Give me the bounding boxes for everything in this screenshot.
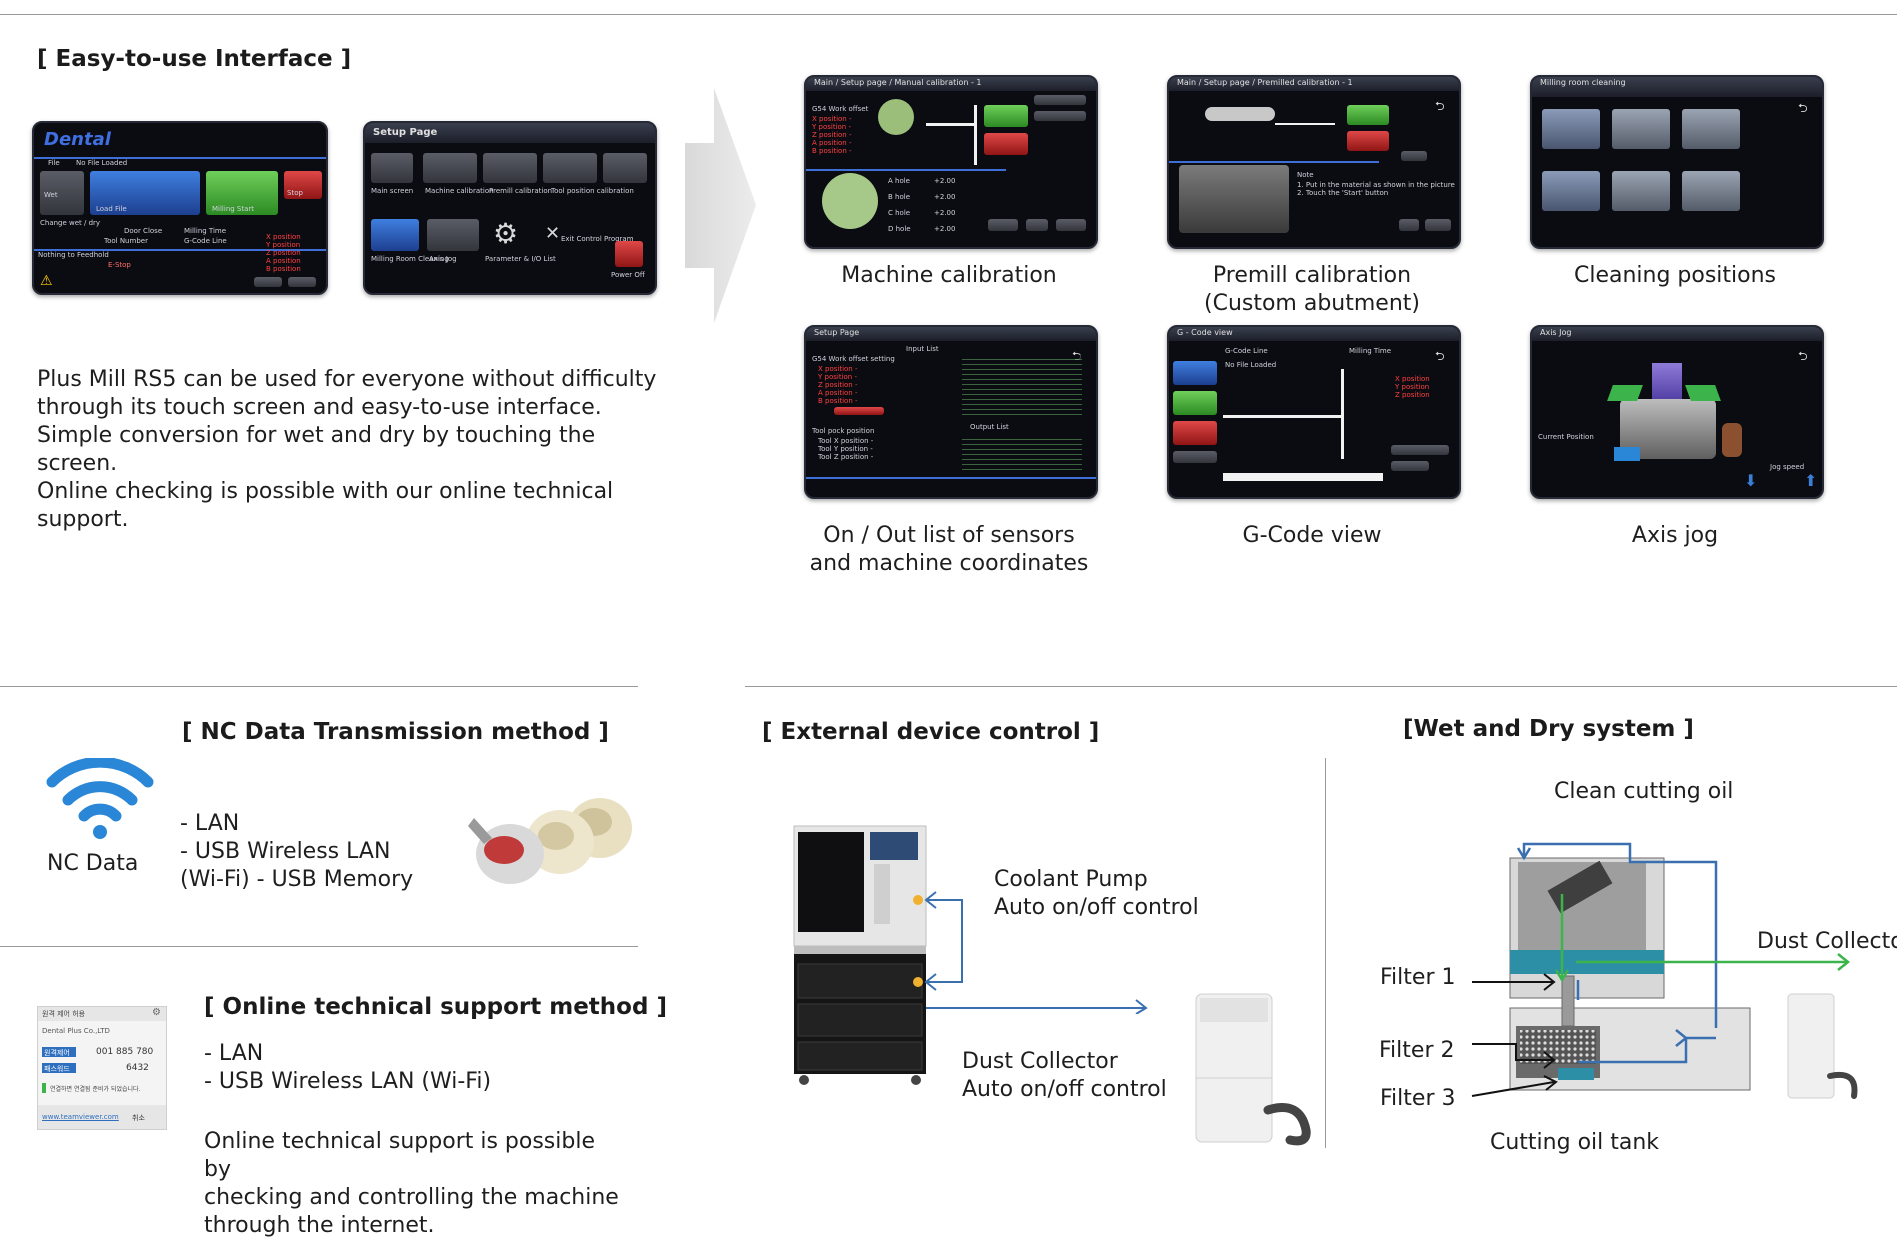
wetdry-dust-collector-label: Dust Collector (1757, 929, 1897, 954)
big-right-arrow-icon (685, 88, 756, 323)
setup-screen-thumbnail: Setup Page Main screen Machine calibrati… (363, 121, 657, 295)
online-heading: [ Online technical support method ] (204, 994, 667, 1020)
back-arrow-icon: ⮌ (1435, 349, 1445, 363)
power-off-button (615, 241, 643, 267)
nc-data-label: NC Data (47, 851, 139, 876)
thumb-machine-calibration: Main / Setup page / Manual calibration -… (804, 75, 1098, 249)
back-arrow-icon: ⮌ (1798, 349, 1808, 363)
filter2-label: Filter 2 (1379, 1038, 1455, 1063)
caption-premill-calibration: Premill calibration (Custom abutment) (1204, 263, 1420, 316)
caption-machine-calibration: Machine calibration (841, 263, 1057, 288)
dental-logo: Dental (44, 129, 111, 150)
settings-gear-icon: ⚙ (152, 1007, 161, 1018)
dust-collector-image (1195, 993, 1311, 1146)
caption-io-list: On / Out list of sensors and machine coo… (809, 523, 1089, 576)
top-rule (0, 14, 1897, 15)
exit-icon: ✕ (545, 223, 561, 244)
thumb-axis-jog: Axis Jog ⮌ Current Position Jog speed ⬇ … (1530, 325, 1824, 499)
coolant-label: Coolant Pump Auto on/off control (994, 867, 1199, 920)
divider-external-wetdry (1325, 758, 1326, 1148)
filter1-label: Filter 1 (1380, 965, 1456, 990)
wifi-icon (46, 758, 154, 839)
interface-heading: [ Easy-to-use Interface ] (37, 46, 352, 72)
nc-methods: - LAN - USB Wireless LAN (Wi-Fi) - USB M… (180, 811, 414, 892)
caption-gcode-view: G-Code view (1242, 523, 1382, 548)
wet-button: Wet (40, 171, 84, 215)
interface-description: Plus Mill RS5 can be used for everyone w… (37, 367, 657, 532)
milling-start-button: Milling Start (206, 171, 278, 215)
external-heading: [ External device control ] (762, 719, 1100, 745)
thumb-cleaning-positions: Milling room cleaning ⮌ (1530, 75, 1824, 249)
back-arrow-icon: ⮌ (1435, 99, 1445, 113)
back-arrow-icon: ⮌ (1798, 101, 1808, 115)
milling-machine-image (793, 825, 927, 1085)
wet-dry-system-diagram (1471, 842, 1858, 1099)
main-screen-thumbnail: Dental File No File Loaded Wet Load File… (32, 121, 328, 295)
thumb-gcode-view: G - Code view ⮌ G-Code Line Milling Time… (1167, 325, 1461, 499)
external-control-arrows (924, 891, 1148, 1014)
caption-axis-jog: Axis jog (1631, 523, 1719, 548)
nc-heading: [ NC Data Transmission method ] (182, 719, 609, 745)
section-rule-nc-online (0, 946, 638, 947)
stop-button: Stop (284, 171, 322, 199)
arrow-down-icon: ⬇ (1744, 471, 1758, 490)
section-rule-left (0, 686, 638, 687)
thumb-premill-calibration: Main / Setup page / Premilled calibratio… (1167, 75, 1461, 249)
online-methods: - LAN - USB Wireless LAN (Wi-Fi) (204, 1041, 492, 1094)
gear-icon: ⚙ (493, 217, 519, 250)
thumb-io-list: Setup Page ⮌ G54 Work offset setting X p… (804, 325, 1098, 499)
load-file-button: Load File (90, 171, 200, 215)
caption-cleaning-positions: Cleaning positions (1573, 263, 1777, 288)
online-description: Online technical support is possible by … (204, 1129, 619, 1238)
remote-control-panel: 원격 제어 허용 ⚙ Dental Plus Co.,LTD 원격제어 001 … (37, 1006, 167, 1130)
clean-oil-label: Clean cutting oil (1554, 779, 1734, 804)
dust-control-label: Dust Collector Auto on/off control (962, 1049, 1167, 1102)
section-rule-right (745, 686, 1897, 687)
dental-crowns-image (468, 798, 632, 884)
tank-label: Cutting oil tank (1490, 1130, 1660, 1155)
arrow-up-icon: ⬆ (1804, 471, 1818, 490)
wetdry-heading: [Wet and Dry system ] (1403, 716, 1694, 742)
filter3-label: Filter 3 (1380, 1086, 1456, 1111)
warning-icon: ⚠ (40, 273, 53, 289)
